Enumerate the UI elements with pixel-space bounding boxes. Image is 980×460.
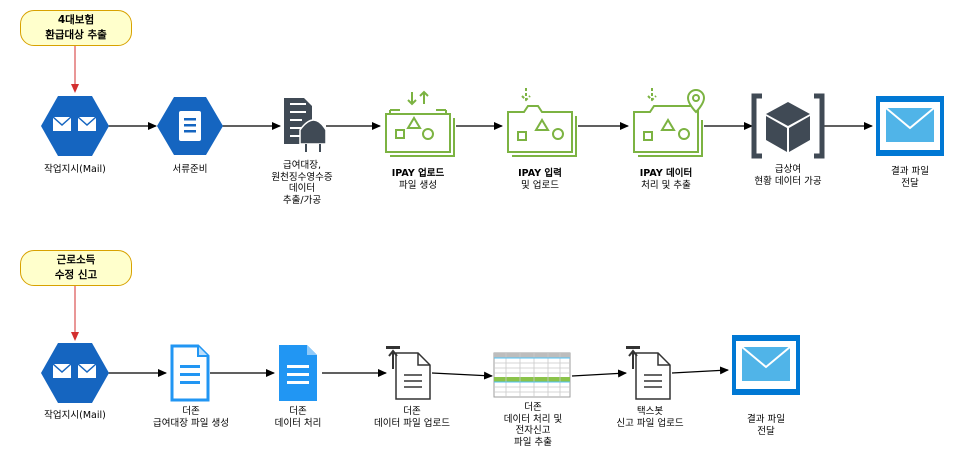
blue-document-icon: [279, 345, 317, 401]
input-upload-icon: [507, 88, 577, 157]
step-label: 더존 데이터 처리 및 전자신고 파일 추출: [503, 402, 563, 448]
upload-shapes-icon: [385, 90, 455, 157]
upload-document-icon: [386, 346, 431, 400]
data-location-icon: [633, 88, 706, 157]
flow-arrow: [431, 371, 493, 380]
mail-hexagon-icon: [41, 96, 109, 156]
step-label: 결과 파일 전달: [747, 414, 785, 437]
document-hexagon-icon: [157, 97, 223, 155]
step-label: 작업지시(Mail): [44, 410, 106, 421]
start-box-4insurance: 4대보험 환급대상 추출: [20, 10, 132, 46]
start-label: 4대보험: [57, 14, 95, 26]
upload-document-icon: [626, 346, 671, 400]
flow-arrow: [671, 366, 729, 375]
step-label: IPAY 데이터 처리 및 추출: [639, 168, 693, 191]
step-label: IPAY 업로드 파일 생성: [391, 168, 445, 191]
step-label: 더존 급여대장 파일 생성: [153, 406, 229, 429]
blue-document-icon: [170, 344, 210, 402]
step-label: IPAY 입력 및 업로드: [518, 168, 562, 191]
spreadsheet-icon: [493, 352, 571, 398]
step-label: 결과 파일 전달: [891, 166, 929, 189]
start-label: 수정 신고: [54, 269, 98, 281]
step-label: 더존 데이터 처리: [274, 406, 322, 429]
data-extract-icon: [284, 98, 327, 152]
flow-arrow: [571, 369, 627, 378]
step-label: 급상여 현황 데이터 가공: [754, 164, 822, 187]
start-label: 환급대상 추출: [45, 29, 107, 41]
step-label: 더존 데이터 파일 업로드: [374, 406, 450, 429]
cube-icon: [751, 93, 825, 159]
step-label: 급여대장, 원천징수영수증 데이터 추출/가공: [271, 160, 333, 206]
step-label: 서류준비: [172, 164, 208, 175]
envelope-icon: [876, 96, 944, 156]
step-label: 택스봇 신고 파일 업로드: [616, 406, 684, 429]
start-label: 근로소득: [56, 254, 96, 266]
mail-hexagon-icon: [41, 343, 109, 403]
step-label: 작업지시(Mail): [44, 164, 106, 175]
envelope-icon: [732, 335, 800, 395]
start-box-income-tax: 근로소득 수정 신고: [20, 250, 132, 286]
